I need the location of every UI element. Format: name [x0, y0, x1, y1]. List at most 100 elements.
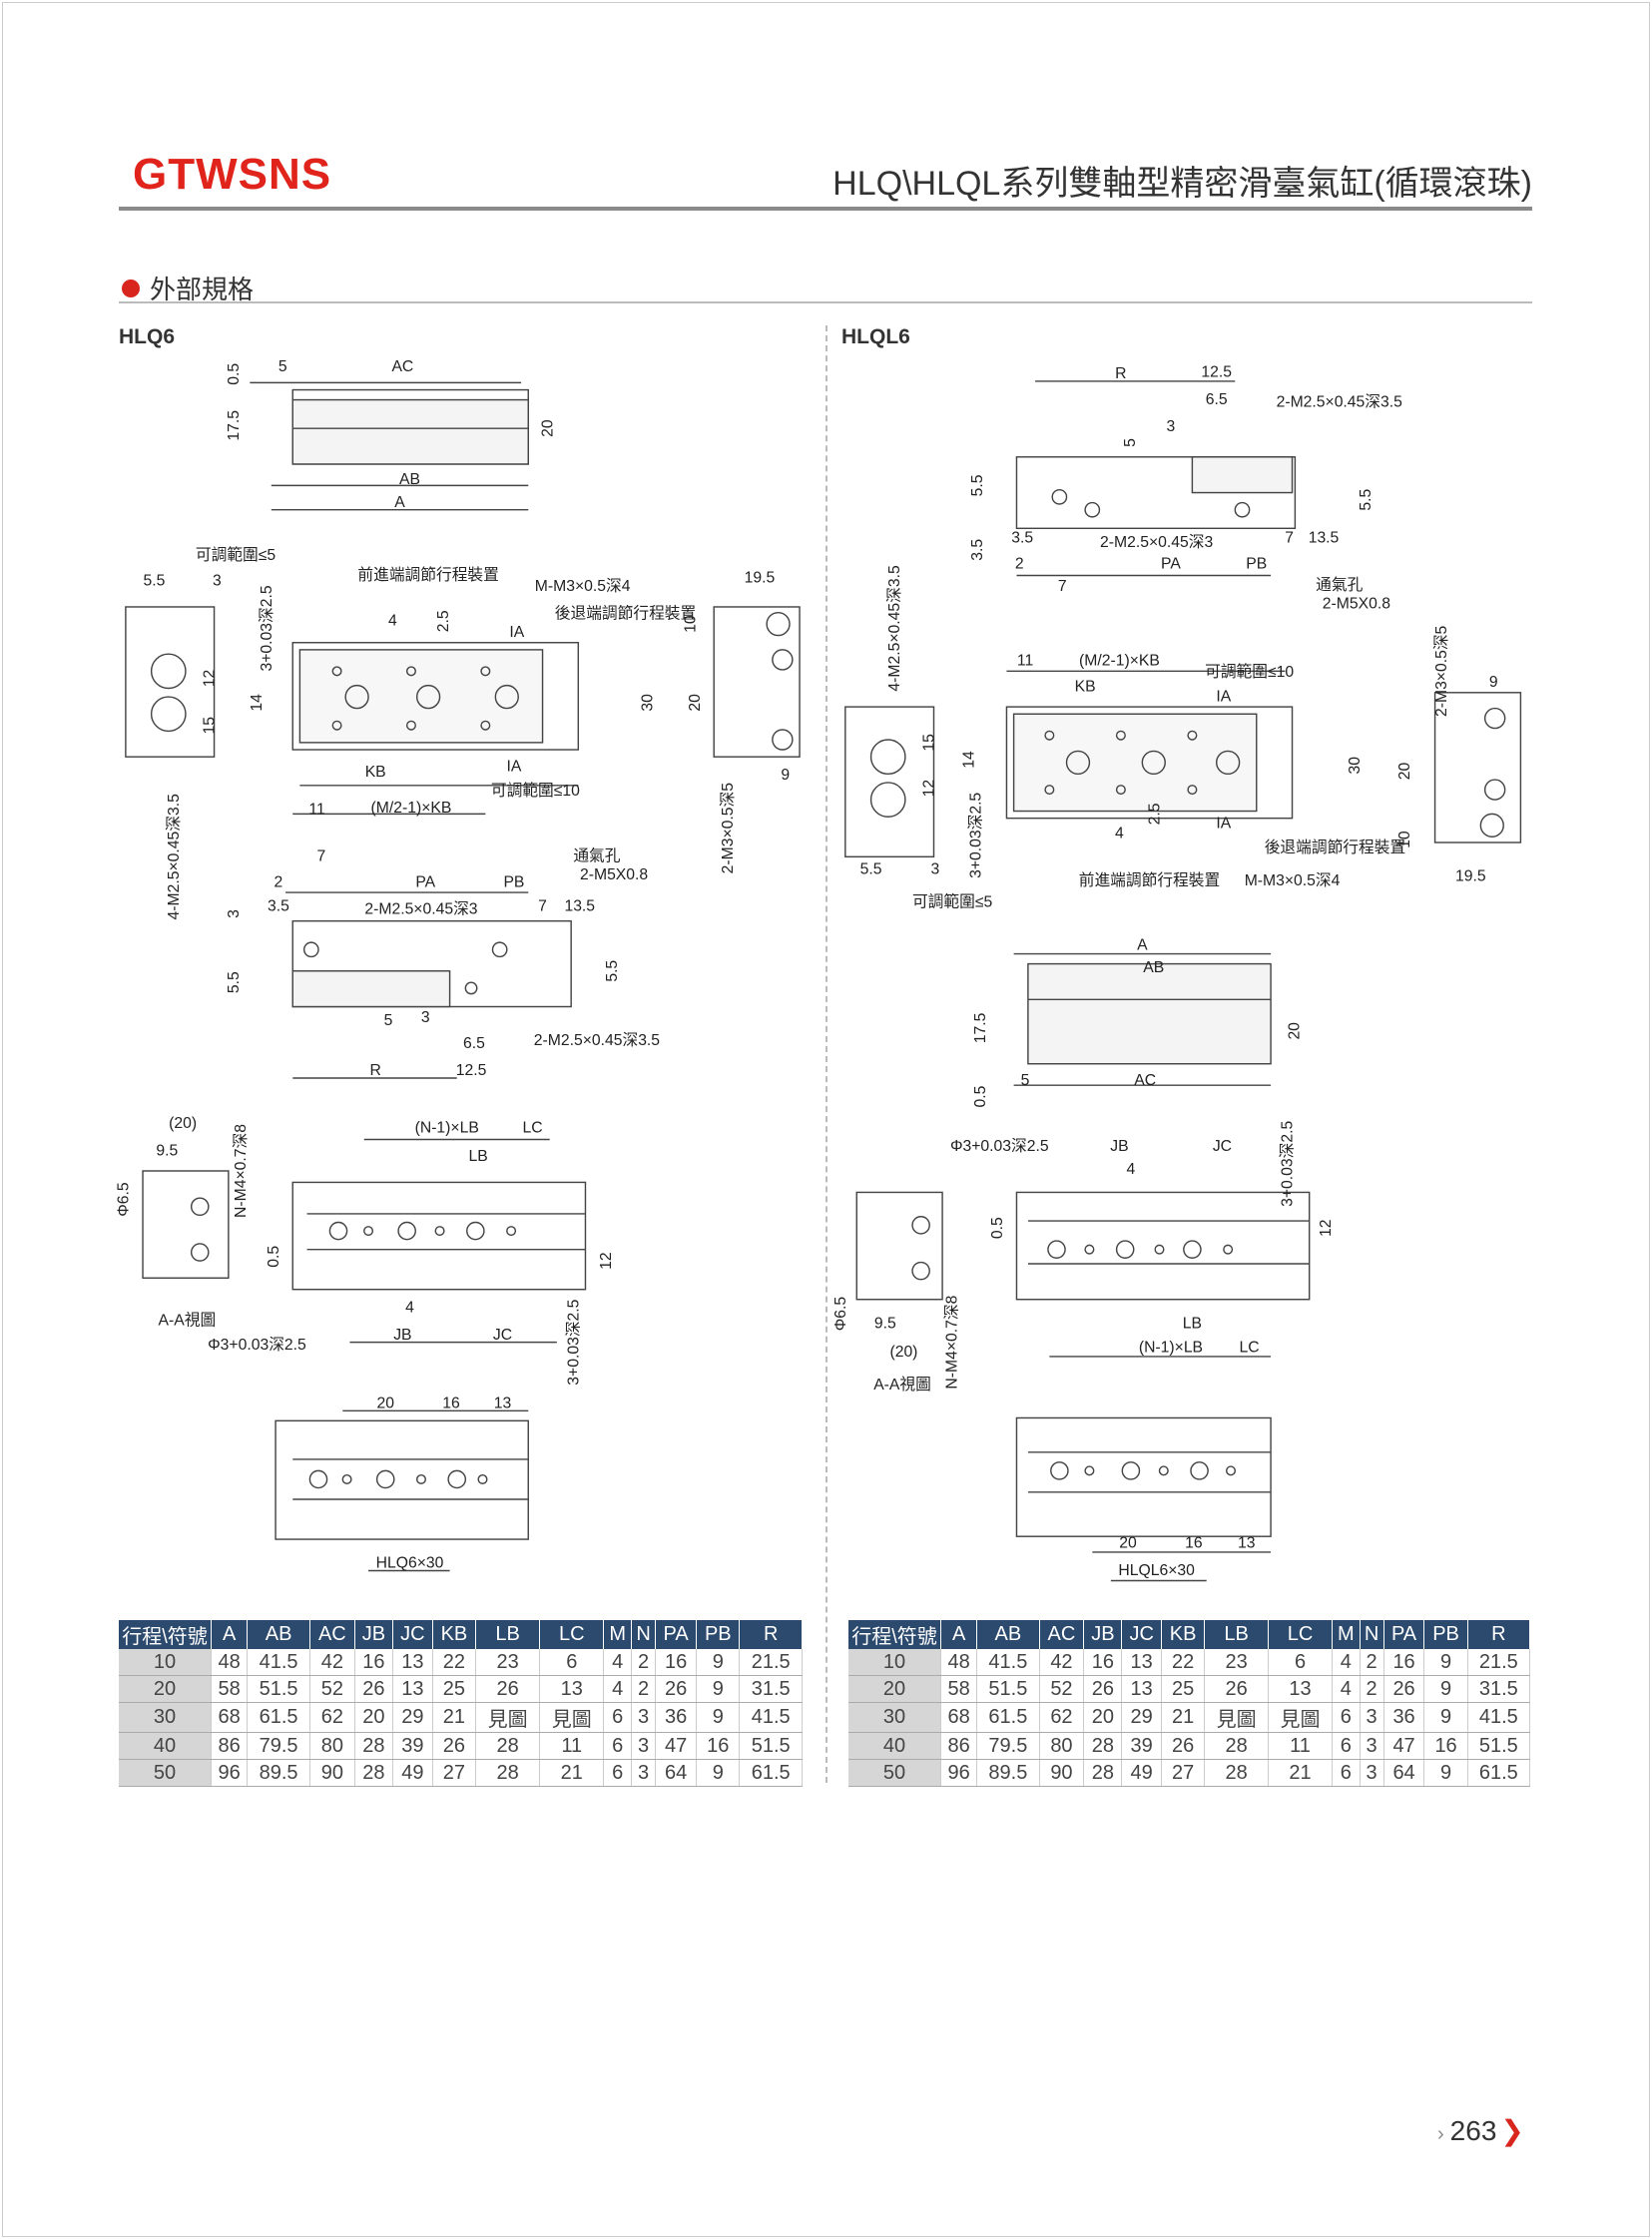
value-cell: 3: [1360, 1732, 1384, 1760]
dimension-label: 2: [275, 873, 283, 890]
dimension-label: 5.5: [969, 474, 986, 496]
column-header: A: [211, 1620, 249, 1649]
value-cell: 13: [1121, 1649, 1163, 1676]
value-cell: 28: [1083, 1759, 1123, 1787]
value-cell: 20: [1083, 1702, 1123, 1733]
value-cell: 13: [539, 1675, 605, 1703]
dimension-label: R: [1115, 365, 1126, 382]
dimension-label: 5.5: [144, 573, 166, 590]
model-label-left: HLQ6: [119, 325, 176, 348]
value-cell: 62: [309, 1702, 355, 1733]
dimension-label: 5: [278, 358, 287, 375]
hlq6x30-view: [275, 1409, 529, 1572]
column-header: KB: [1161, 1620, 1206, 1649]
dimension-label: 16: [1185, 1535, 1203, 1552]
value-cell: 61.5: [247, 1702, 310, 1733]
value-cell: 21: [1268, 1759, 1334, 1787]
dimension-label: 20: [1287, 1022, 1304, 1040]
dimension-label: (M/2-1)×KB: [371, 800, 452, 817]
column-header: PA: [655, 1620, 698, 1649]
column-header: LB: [1204, 1620, 1270, 1649]
value-cell: 86: [940, 1732, 978, 1760]
value-cell: 48: [940, 1649, 978, 1676]
value-cell: 47: [1383, 1732, 1425, 1760]
dimension-label: 11: [1017, 653, 1033, 670]
dimension-label: M-M3×0.5深4: [535, 577, 631, 595]
dimension-label: LB: [469, 1148, 488, 1165]
value-cell: 31.5: [1467, 1675, 1531, 1703]
column-header: 行程\符號: [848, 1620, 941, 1649]
hlql6-side-view: [844, 670, 1522, 858]
dimension-label: 可調範圍≤10: [1205, 663, 1294, 681]
dimension-label: 可調範圍≤10: [491, 782, 580, 800]
value-cell: 79.5: [247, 1732, 310, 1760]
dimension-label: 2.5: [1147, 803, 1164, 825]
value-cell: 64: [655, 1759, 698, 1787]
column-header: M: [603, 1620, 632, 1649]
dimension-label: KB: [1075, 678, 1096, 695]
dimension-label: A: [394, 494, 405, 511]
value-cell: 4: [1332, 1649, 1361, 1676]
value-cell: 23: [1204, 1649, 1270, 1676]
dimension-label: 12: [598, 1252, 615, 1269]
dimension-label: 2-M3×0.5深5: [719, 783, 737, 874]
dimension-label: 7: [538, 898, 547, 915]
column-header: R: [739, 1620, 803, 1649]
value-cell: 28: [1204, 1759, 1270, 1787]
value-cell: 52: [1039, 1675, 1085, 1703]
dimension-label: 19.5: [745, 570, 776, 587]
value-cell: 3: [631, 1732, 657, 1760]
value-cell: 9: [1423, 1649, 1468, 1676]
value-cell: 28: [475, 1732, 541, 1760]
dimension-label: 5: [384, 1012, 393, 1029]
column-header: AC: [1039, 1620, 1085, 1649]
dimension-label: 0.5: [972, 1085, 989, 1107]
dimension-label: JC: [493, 1327, 512, 1344]
dimension-label: 14: [961, 751, 978, 769]
value-cell: 49: [1121, 1759, 1163, 1787]
value-cell: 25: [432, 1675, 477, 1703]
column-header: M: [1332, 1620, 1361, 1649]
value-cell: 11: [1268, 1732, 1334, 1760]
dimension-label: 30: [640, 694, 657, 712]
dimension-label: PB: [503, 873, 524, 890]
dimension-label: 0.5: [989, 1217, 1006, 1239]
dimension-label: 4: [1127, 1161, 1136, 1178]
dimension-label: PB: [1246, 555, 1267, 572]
value-cell: 89.5: [247, 1759, 310, 1787]
dimension-label: 7: [1285, 530, 1294, 547]
dimension-label: 2-M2.5×0.45深3.5: [1277, 393, 1403, 411]
stroke-cell: 50: [848, 1759, 941, 1787]
column-header: KB: [432, 1620, 477, 1649]
dimension-label: 20: [687, 694, 704, 712]
dimension-label: 9.5: [874, 1315, 896, 1332]
value-cell: 2: [631, 1649, 657, 1676]
value-cell: 3: [1360, 1759, 1384, 1787]
dimension-label: 2.5: [435, 610, 452, 632]
dimension-label: 4: [388, 613, 397, 630]
chevron-right-icon: ›: [1437, 2123, 1444, 2145]
value-cell: 48: [211, 1649, 249, 1676]
column-header: PB: [1423, 1620, 1468, 1649]
dimension-label: AB: [399, 471, 420, 488]
dimension-label: HLQL6×30: [1118, 1562, 1195, 1579]
value-cell: 28: [475, 1759, 541, 1787]
value-cell: 16: [696, 1732, 741, 1760]
dimension-label: 30: [1347, 757, 1364, 775]
hlql6x30-view: [1015, 1416, 1272, 1582]
dimension-label: 12.5: [1201, 364, 1232, 381]
column-header: PA: [1383, 1620, 1425, 1649]
dimension-label: A-A視圖: [159, 1311, 217, 1329]
dimension-label: 3.5: [268, 898, 289, 915]
dimension-label: A-A視圖: [873, 1376, 931, 1394]
dimension-label: 4-M2.5×0.45深3.5: [165, 794, 183, 920]
value-cell: 9: [696, 1649, 741, 1676]
stroke-cell: 40: [119, 1732, 212, 1760]
value-cell: 80: [1039, 1732, 1085, 1760]
column-header: LB: [475, 1620, 541, 1649]
value-cell: 6: [1332, 1732, 1361, 1760]
